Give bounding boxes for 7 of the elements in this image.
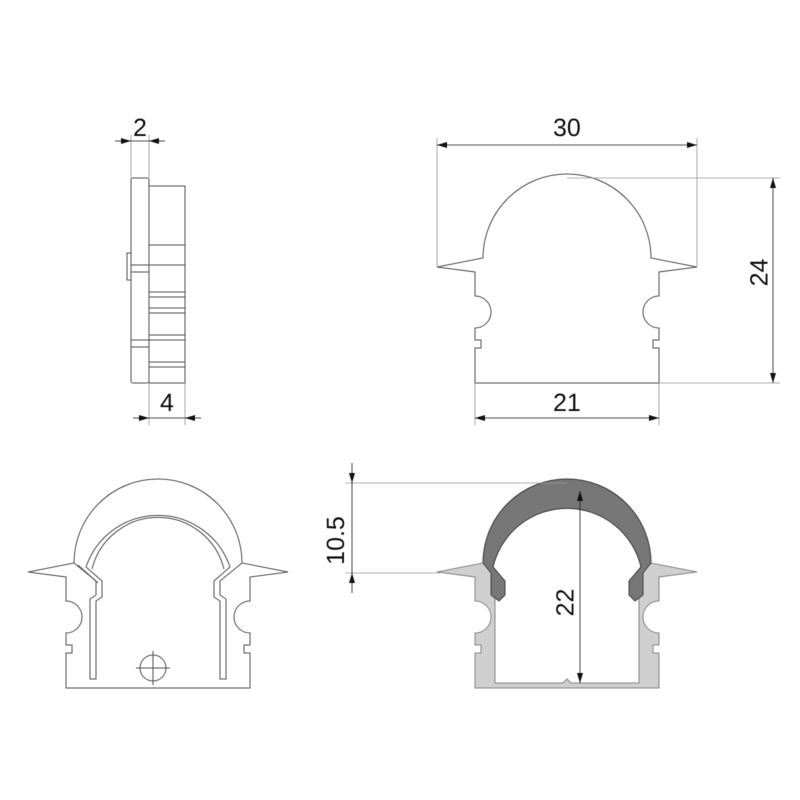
dimension-value: 22: [553, 588, 578, 616]
dimension-value: 4: [160, 390, 174, 416]
dimension-value: 10.5: [323, 516, 348, 564]
dimension-value: 30: [553, 116, 581, 140]
dimension-value: 21: [553, 390, 581, 416]
dimension-value: 24: [747, 258, 772, 286]
dimension-value: 2: [133, 116, 147, 140]
